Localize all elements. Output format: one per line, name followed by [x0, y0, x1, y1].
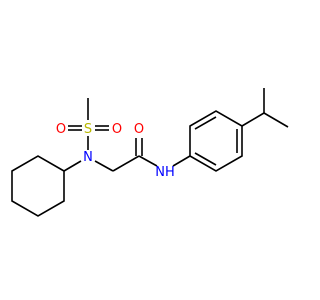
bond-methylene-carbonyl [112, 155, 140, 172]
molecule-structure: S O O N O NH [11, 88, 289, 217]
benzene-double-bond-1 [194, 116, 217, 130]
bond-isopropyl-methyl-right [263, 112, 289, 128]
oxygen-carbonyl-atom-label: O [134, 122, 144, 137]
benzene-ring [189, 110, 243, 172]
bond-amide-nitrogen-aryl [172, 155, 191, 167]
bond-nitrogen-methylene [94, 160, 114, 172]
nitrogen-sulfonamide-atom-label: N [83, 150, 93, 165]
nitrogen-amide-atom-label: NH [155, 165, 175, 180]
benzene-double-bond-3 [194, 152, 217, 166]
cyclohexane-ring [11, 155, 65, 217]
bond-aryl-isopropyl [241, 112, 265, 127]
bond-carbonyl-amide-nitrogen [138, 155, 158, 167]
oxygen-right-atom-label: O [112, 122, 122, 137]
atom-labels: S O O N O NH [56, 122, 175, 180]
sulfur-atom-label: S [84, 122, 92, 137]
bonds [11, 88, 289, 217]
oxygen-left-atom-label: O [56, 122, 66, 137]
molecule-canvas: S O O N O NH [11, 88, 289, 217]
bond-nitrogen-cyclohexyl [63, 160, 82, 172]
